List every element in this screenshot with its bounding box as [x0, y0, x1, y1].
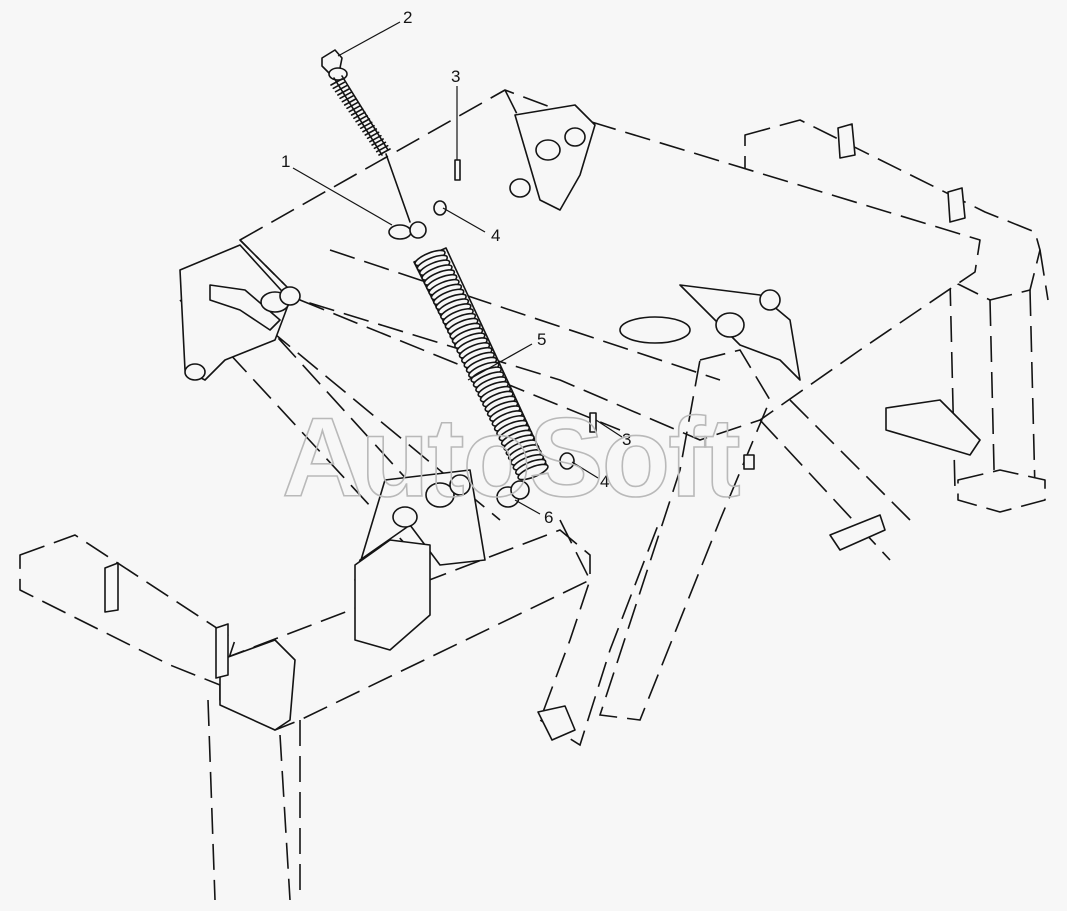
hardware: [104, 104, 981, 741]
nut-block: [743, 454, 755, 470]
leader-4-lower: [571, 461, 599, 479]
upper-pivot-bushing: [535, 139, 561, 161]
left-beam: [19, 534, 236, 686]
upper-frame: [239, 89, 981, 441]
leader-4-upper: [442, 207, 486, 233]
bracket-hole: [184, 363, 206, 381]
leader-1: [292, 167, 393, 226]
left-tab-2: [215, 623, 229, 679]
pin-upper: [454, 159, 461, 181]
washer-lower: [559, 452, 575, 470]
watermark: AutoSoft: [282, 395, 739, 520]
left-pivot-cap: [279, 286, 301, 306]
upper-frame-edges: [239, 89, 621, 431]
spring-assembly: [321, 49, 597, 508]
lower-pivot-bushing: [425, 482, 455, 508]
eye-bolt-threads: [330, 78, 391, 156]
spring-hook-upper: [409, 221, 427, 239]
right-tab-1: [837, 123, 856, 159]
callouts: 1 2 3 4 5 3 4 6: [281, 8, 631, 527]
front-post-cap: [219, 639, 296, 731]
leg-foot: [537, 705, 576, 741]
callout-4-upper: 4: [491, 226, 500, 245]
tension-spring: [413, 247, 549, 481]
callout-4-lower: 4: [600, 472, 609, 491]
leader-6: [514, 499, 541, 515]
left-tab-1: [104, 562, 119, 613]
right-tab-2: [947, 187, 966, 223]
leader-3-lower: [595, 419, 623, 438]
left-post: [207, 699, 301, 901]
callout-5: 5: [537, 330, 546, 349]
callout-2: 2: [403, 8, 412, 27]
spring-coil: [517, 463, 549, 481]
left-link: [209, 284, 281, 331]
callout-1: 1: [281, 152, 290, 171]
split-pin-upper: [388, 224, 412, 240]
step-bracket: [885, 399, 981, 456]
right-foot: [957, 469, 1046, 513]
brace-line: [329, 249, 721, 381]
center-post: [598, 349, 771, 721]
center-leg: [539, 519, 661, 747]
right-pivot-cap: [759, 289, 781, 311]
right-pivot-bushing: [715, 312, 745, 338]
callout-3-lower: 3: [622, 430, 631, 449]
access-hole: [619, 316, 691, 344]
washer-upper: [433, 200, 447, 216]
lower-pivot-cap: [449, 474, 471, 496]
callout-6: 6: [544, 508, 553, 527]
pin-lower: [589, 412, 597, 433]
callout-3-upper: 3: [451, 67, 460, 86]
lower-pivot-hole: [392, 506, 418, 528]
lower-right-tab: [829, 514, 886, 551]
eye-bolt-rod: [385, 153, 411, 223]
upper-pivot-cap: [564, 127, 586, 147]
bushing-end: [510, 480, 530, 500]
leader-2: [337, 21, 401, 57]
upper-pivot-hole: [509, 178, 531, 198]
gusset-plate: [354, 539, 431, 651]
leader-5: [467, 343, 533, 381]
